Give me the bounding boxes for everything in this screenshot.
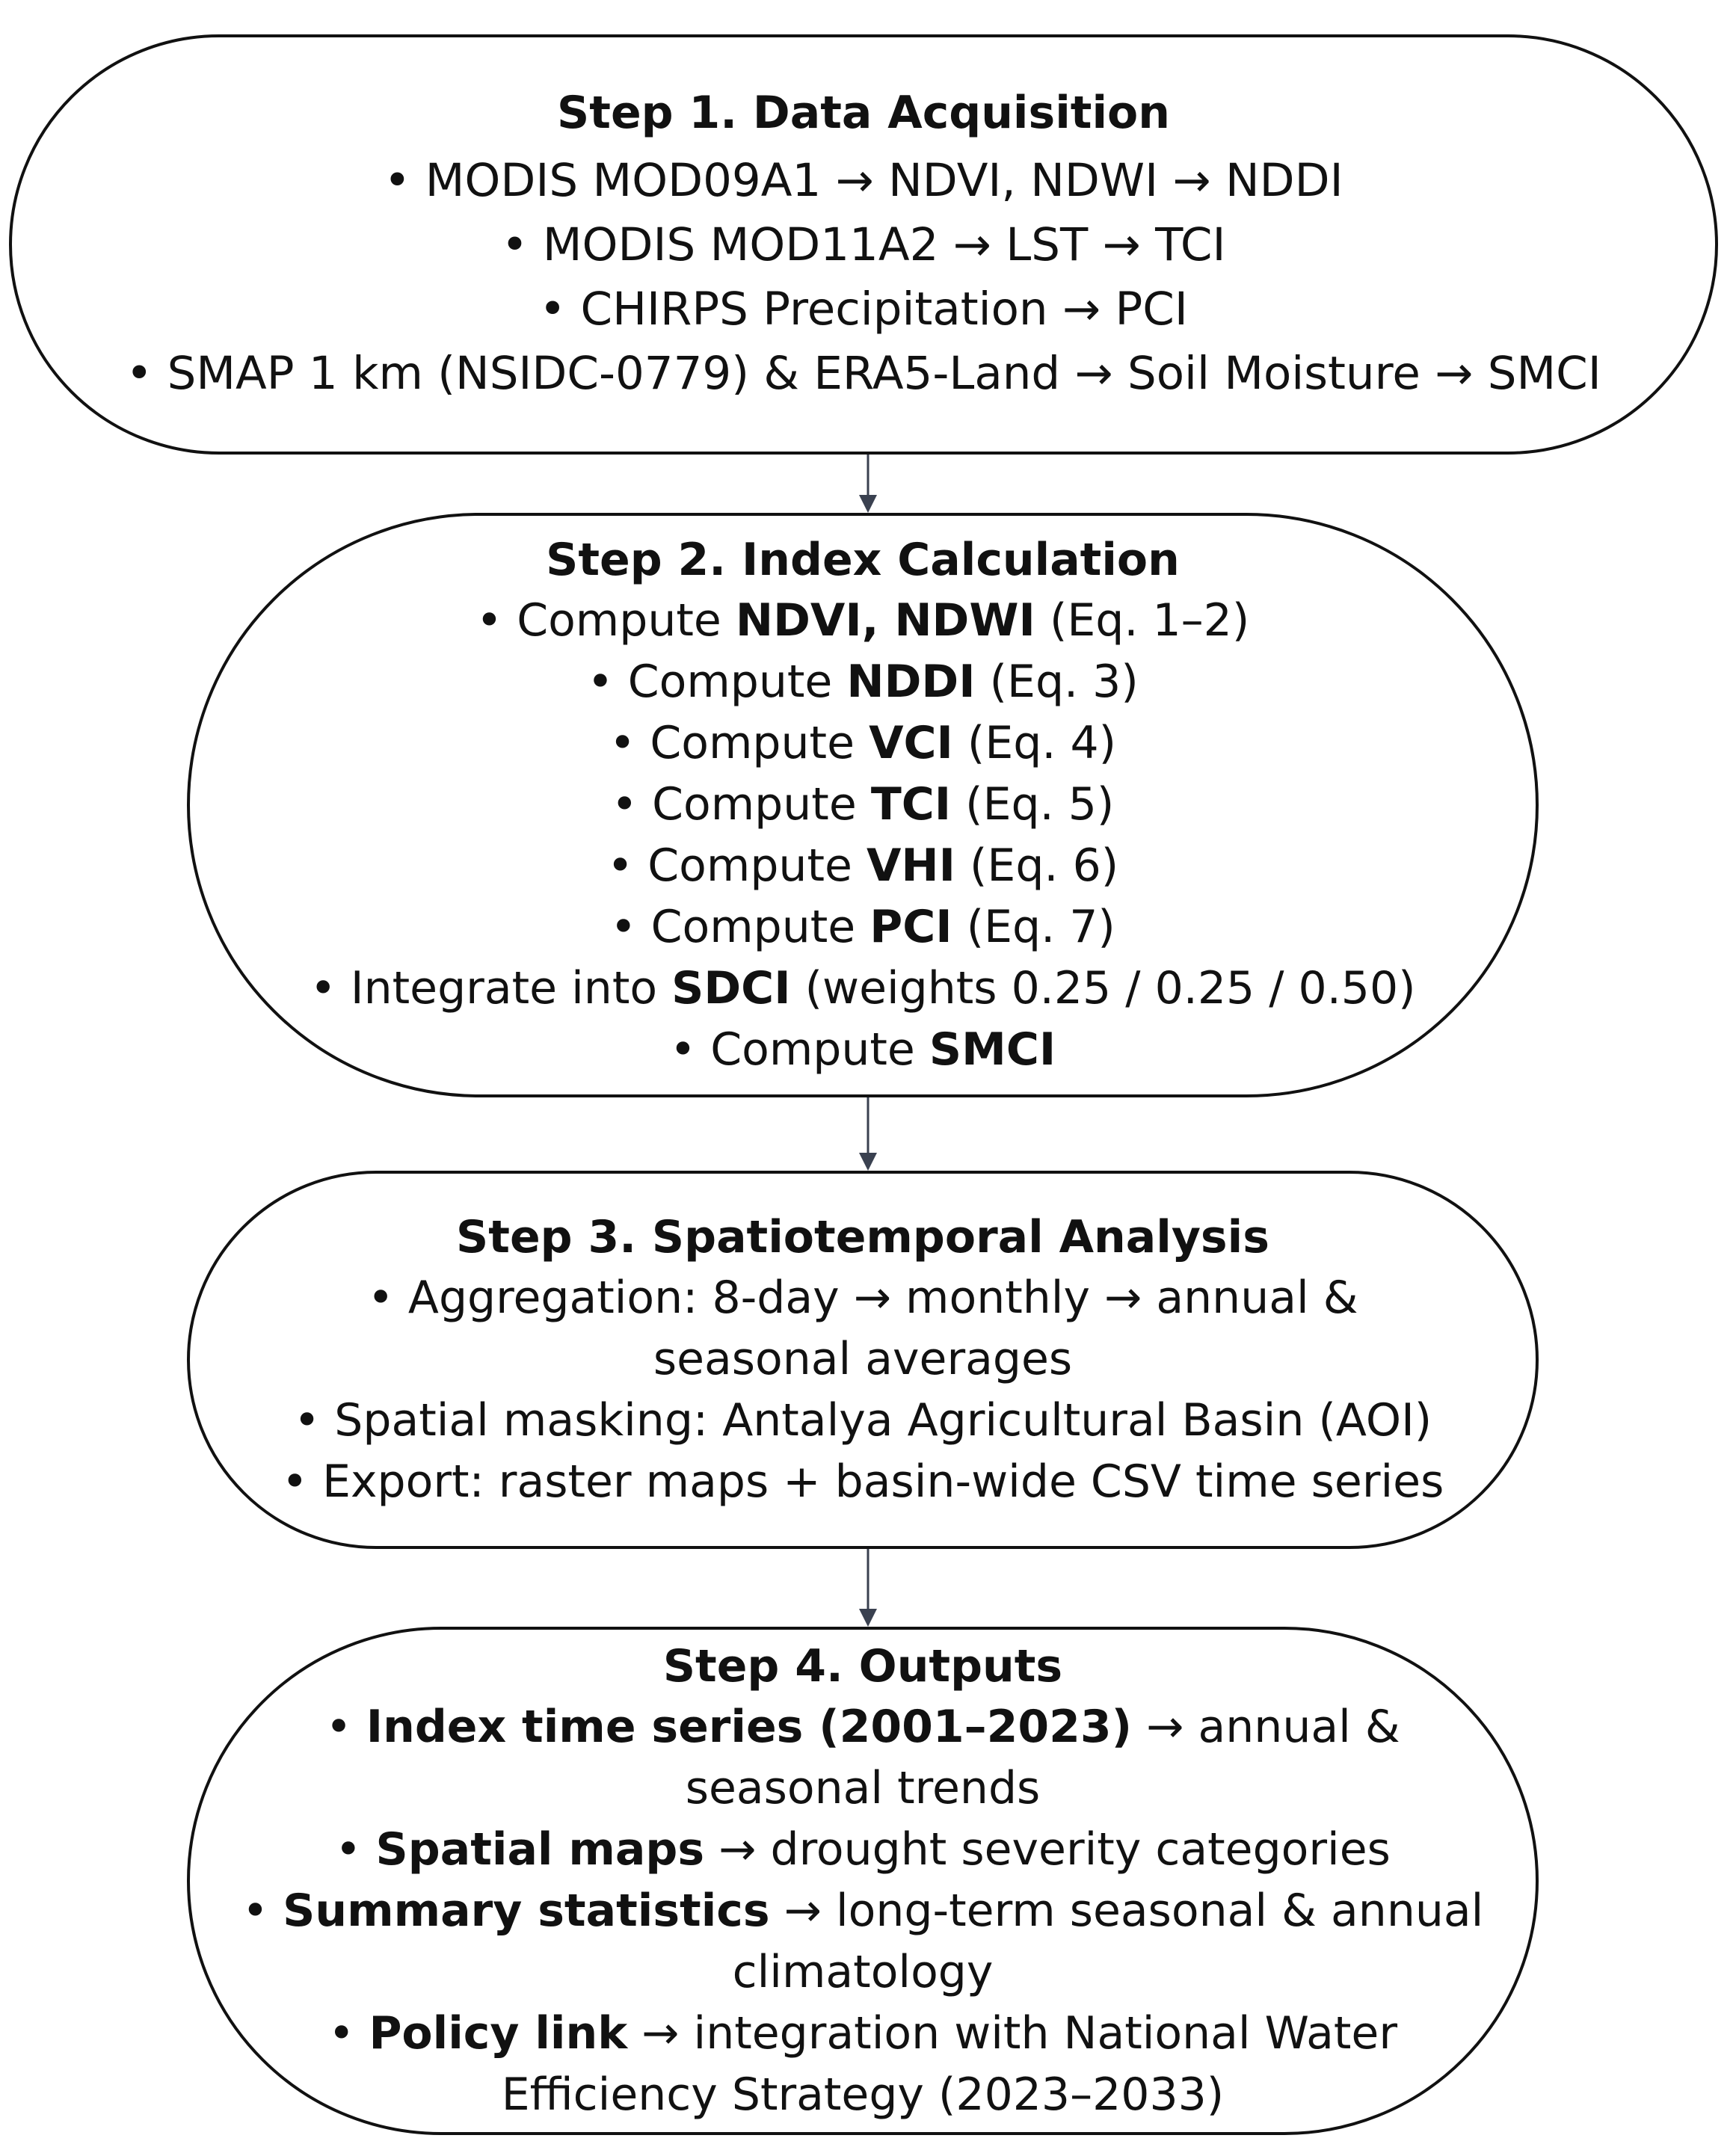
step-4-title: Step 4. Outputs (662, 1640, 1063, 1692)
step-2-line: • Compute VHI (Eq. 6) (606, 840, 1119, 892)
step-1-node: Step 1. Data Acquisition • MODIS MOD09A1… (9, 34, 1718, 455)
step-1-title: Step 1. Data Acquisition (557, 87, 1170, 139)
step-3-line: • Aggregation: 8-day → monthly → annual … (367, 1272, 1358, 1385)
step-1-line: • SMAP 1 km (NSIDC-0779) & ERA5-Land → S… (126, 347, 1601, 400)
arrow-down-icon (859, 1097, 877, 1171)
step-4-line: • Index time series (2001–2023) → annual… (325, 1701, 1400, 1814)
step-2-title: Step 2. Index Calculation (546, 534, 1180, 586)
step-2-line: • Compute PCI (Eq. 7) (610, 901, 1115, 953)
arrow-down-icon (859, 1549, 877, 1627)
step-3-line: • Spatial masking: Antalya Agricultural … (293, 1394, 1432, 1447)
step-1-line: • MODIS MOD09A1 → NDVI, NDWI → NDDI (384, 154, 1343, 207)
step-1-line: • MODIS MOD11A2 → LST → TCI (501, 218, 1226, 271)
step-2-line: • Compute VCI (Eq. 4) (609, 717, 1117, 769)
step-2-line: • Compute TCI (Eq. 5) (611, 778, 1115, 831)
arrow-down-icon (859, 455, 877, 513)
step-2-line: • Compute NDDI (Eq. 3) (587, 656, 1139, 708)
arrow-step2-to-step3 (857, 1097, 879, 1171)
step-3-title: Step 3. Spatiotemporal Analysis (456, 1211, 1269, 1263)
step-1-line: • CHIRPS Precipitation → PCI (539, 283, 1188, 336)
step-3-line: • Export: raster maps + basin-wide CSV t… (281, 1456, 1444, 1508)
step-2-line: • Compute NDVI, NDWI (Eq. 1–2) (475, 594, 1250, 647)
step-2-line: • Integrate into SDCI (weights 0.25 / 0.… (310, 962, 1416, 1014)
arrow-step1-to-step2 (857, 455, 879, 513)
step-2-line: • Compute SMCI (669, 1023, 1056, 1076)
arrow-step3-to-step4 (857, 1549, 879, 1627)
step-4-node: Step 4. Outputs • Index time series (200… (187, 1627, 1539, 2135)
step-3-node: Step 3. Spatiotemporal Analysis • Aggreg… (187, 1171, 1539, 1549)
step-2-node: Step 2. Index Calculation • Compute NDVI… (187, 513, 1539, 1097)
step-4-line: • Summary statistics → long-term seasona… (241, 1885, 1484, 1998)
step-4-line: • Policy link → integration with Nationa… (327, 2007, 1398, 2121)
step-4-line: • Spatial maps → drought severity catego… (335, 1823, 1391, 1876)
